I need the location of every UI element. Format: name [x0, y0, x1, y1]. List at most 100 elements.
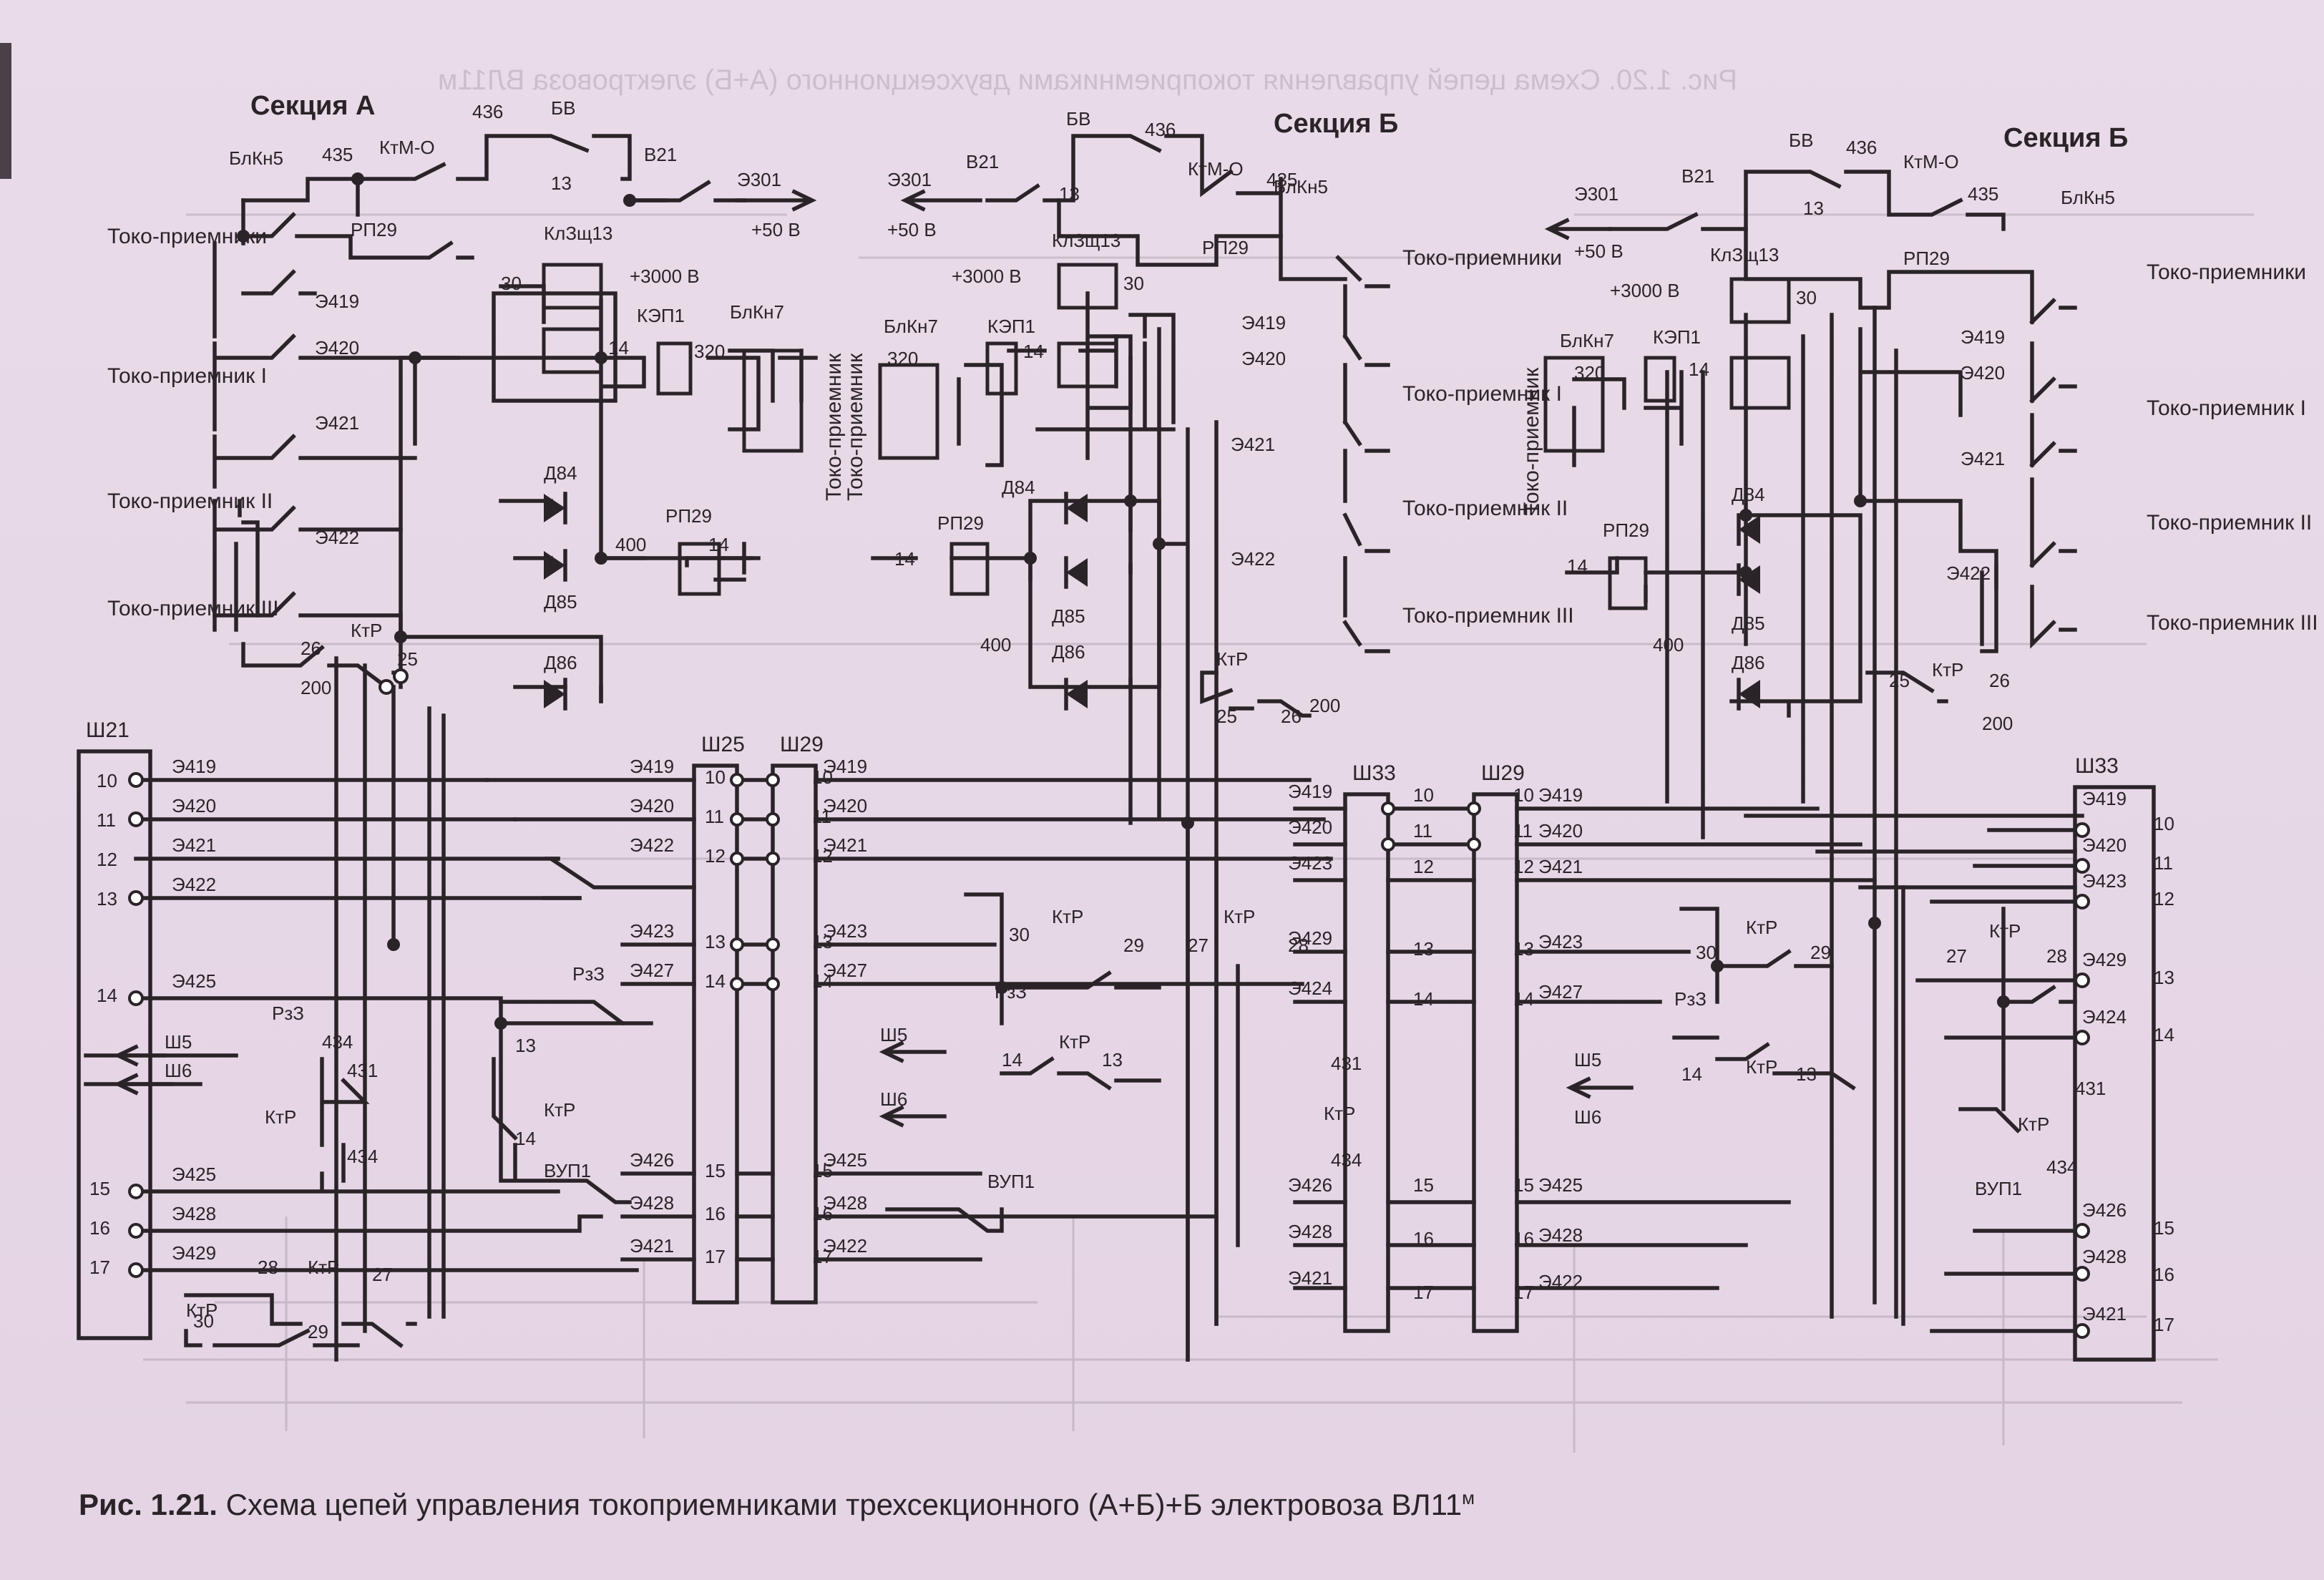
w424-sh33r: Э424 — [2082, 1006, 2127, 1028]
n25-b1: 25 — [1216, 706, 1237, 727]
klz-b1: КлЗщ13 — [1052, 230, 1120, 251]
n13-b1: 13 — [1102, 1049, 1123, 1071]
sh25-label: Ш25 — [701, 733, 745, 756]
t13-sh21: 13 — [97, 888, 117, 910]
rear-pantograph-label-1: Токо-приемник — [822, 353, 846, 501]
sh6-b2: Ш6 — [1574, 1106, 1601, 1128]
w421-a: Э421 — [315, 412, 359, 434]
b2-pantograph-3-label: Токо-приемник III — [2147, 611, 2318, 635]
v3000-a: +3000 В — [630, 265, 700, 287]
n400-b2: 14 — [1689, 359, 1709, 380]
pantograph-2-label: Токо-приемник II — [107, 489, 273, 513]
section-a-contacts — [234, 499, 409, 695]
n28-b2: 28 — [2046, 945, 2067, 967]
ktr-b2-5: КтР — [2018, 1113, 2049, 1135]
t10-sh33r: 10 — [2154, 813, 2174, 834]
figure-caption: Рис. 1.21. Схема цепей управления токопр… — [79, 1487, 1475, 1522]
w428-sh21: Э428 — [172, 1203, 216, 1224]
w423-sh33r: Э423 — [2082, 870, 2127, 892]
rp29-b2-2: РП29 — [1603, 520, 1649, 541]
n30-b2: 30 — [1696, 942, 1717, 963]
n200-a: 30 — [501, 273, 522, 294]
ktr-a4: КтР — [308, 1257, 339, 1278]
w422-b1: Э422 — [1231, 548, 1275, 570]
blkn7-b1: БлКн7 — [884, 316, 938, 337]
n434-b2: 400 — [1653, 634, 1684, 655]
ktr-b2-3: КтР — [1989, 920, 2021, 942]
w301-b2: Э301 — [1574, 183, 1618, 205]
section-b1-label: Секция Б — [1274, 109, 1398, 139]
rp29-a2: РП29 — [665, 505, 712, 527]
b2-pantograph-2-label: Токо-приемник II — [2147, 511, 2312, 535]
rear-pantograph-label-2: Токо-приемник — [844, 353, 867, 501]
pantograph-3-label: Токо-приемник III — [107, 597, 279, 620]
labels: Секция А Секция Б Секция Б Токо-приемник… — [86, 91, 2318, 1342]
n27-b1: 27 — [1188, 935, 1209, 956]
w419-b2: Э419 — [1961, 326, 2005, 348]
w429-sh21: Э429 — [172, 1242, 216, 1264]
w427-sh29b: Э427 — [1538, 981, 1583, 1003]
t12-sh33: 12 — [1413, 856, 1434, 877]
n430-a: 434 — [322, 1031, 353, 1053]
n30-a: 30 — [193, 1310, 214, 1332]
w422-sh25: Э422 — [630, 834, 674, 856]
rz3-a2: РзЗ — [572, 963, 605, 985]
section-relay-rz3-vup1 — [320, 892, 2077, 1233]
n320-b2: 13 — [1803, 198, 1824, 219]
n26-a: 26 — [301, 638, 321, 659]
d84-b2: Д84 — [1732, 484, 1765, 505]
section-b2-circuit — [1565, 170, 2077, 1319]
w419-sh21: Э419 — [172, 756, 216, 777]
w419-sh33: Э419 — [1288, 781, 1332, 802]
rp29-b1-2: РП29 — [937, 512, 984, 534]
blkn7-a: БлКн7 — [730, 301, 784, 323]
t15-sh33: 15 — [1413, 1174, 1434, 1196]
w426-sh33r: Э426 — [2082, 1199, 2127, 1221]
w420-b2: Э420 — [1961, 362, 2005, 384]
t10-sh21: 10 — [97, 770, 117, 791]
w422-sh21: Э422 — [172, 874, 216, 895]
w420-sh33r: Э420 — [2082, 834, 2127, 856]
ktr-b1-3: КтР — [1224, 906, 1255, 927]
klz-a: КлЗщ13 — [544, 223, 612, 244]
d84-b1: Д84 — [1002, 477, 1035, 498]
section-a-label: Секция А — [250, 91, 376, 121]
t15-sh33r: 15 — [2154, 1217, 2174, 1239]
b2-pantograph-1-label: Токо-приемник I — [2147, 396, 2306, 420]
section-a-coils — [542, 263, 804, 596]
figure-number: Рис. 1.21. — [79, 1488, 218, 1521]
v21-b1: В21 — [966, 151, 999, 172]
rp29-a: РП29 — [351, 219, 397, 240]
d86-b2: Д86 — [1732, 652, 1765, 673]
d86-a: Д86 — [544, 652, 577, 673]
w429-sh33r: Э429 — [2082, 949, 2127, 970]
t13-sh25: 13 — [705, 931, 726, 952]
n431-b1: 320 — [887, 348, 918, 369]
blkn7-b2: БлКн7 — [1560, 330, 1614, 351]
n411-b1: 200 — [1309, 695, 1340, 716]
t11-sh25: 11 — [705, 806, 724, 827]
t15-sh21: 15 — [89, 1178, 110, 1199]
n28-b1: 28 — [1288, 935, 1309, 956]
w428-sh29: Э428 — [823, 1192, 867, 1214]
n320-a: 13 — [551, 172, 572, 194]
n14-a: 14 — [515, 1128, 536, 1149]
n436-b1: 436 — [1145, 119, 1176, 140]
sh6-b1: Ш6 — [880, 1088, 907, 1110]
n28-a: 28 — [258, 1257, 278, 1278]
v50-a: +50 В — [751, 219, 801, 240]
ktr-b2: КтР — [1932, 659, 1963, 681]
t17-sh25: 17 — [705, 1246, 726, 1267]
terminal-open-circles — [128, 772, 2090, 1339]
n434-a: 400 — [615, 534, 646, 555]
vup1-a: ВУП1 — [544, 1160, 591, 1181]
t10-sh29b: 10 — [1513, 784, 1534, 806]
t14-sh29b: 14 — [1513, 988, 1534, 1010]
sh5-b1: Ш5 — [880, 1024, 907, 1045]
n25-a: 25 — [397, 648, 418, 670]
t14-sh25: 14 — [705, 970, 726, 992]
sh33-label-1: Ш33 — [1352, 761, 1396, 785]
sh6-a: Ш6 — [165, 1060, 192, 1081]
w426-sh33: Э426 — [1288, 1174, 1332, 1196]
